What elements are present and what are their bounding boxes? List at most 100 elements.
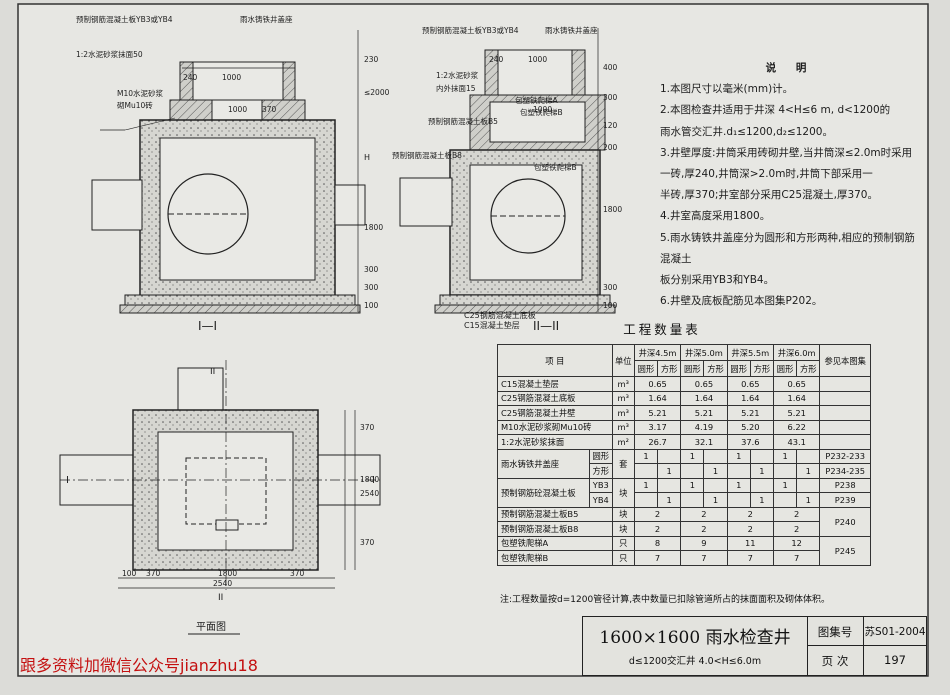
row-ref: P240: [819, 506, 871, 537]
row-val: 5.21: [680, 405, 728, 421]
th-round: 圆形: [726, 360, 751, 377]
row-val: [680, 463, 705, 479]
note-line: 板分别采用YB3和YB4。: [660, 274, 775, 287]
plan-cut2-top: II: [210, 367, 215, 377]
row-name: C25钢筋混凝土井壁: [497, 405, 613, 421]
plan-dim-total: 2540: [213, 579, 232, 588]
row-val: 5.20: [726, 419, 775, 435]
table-row: 预制钢筋混凝土板B5 块 2 2 2 2 P240: [497, 506, 871, 537]
row-val: [749, 448, 775, 464]
plan-label: 平面图: [196, 621, 226, 633]
row-unit: m³: [611, 376, 635, 392]
th-square: 方形: [657, 360, 682, 377]
s1-dim-w2: 1000: [228, 105, 247, 114]
s1-dim-htop: 230: [364, 55, 379, 64]
s1-dim-hshaft: ≤2000: [364, 88, 390, 97]
row-val: 1: [680, 477, 705, 493]
row-name: 雨水铸铁井盖座: [497, 448, 590, 479]
row-val: [726, 492, 751, 508]
row-val: 32.1: [680, 434, 728, 450]
row-name: 预制钢筋混凝土板B8: [497, 521, 613, 537]
section-2-2-drawing: [399, 28, 616, 314]
row-val: [772, 492, 798, 508]
row-val: 4.19: [680, 419, 728, 435]
s1-dim-w3: 370: [262, 105, 277, 114]
plan-dim-d1: 370: [146, 569, 161, 578]
row-val: 11: [726, 535, 775, 551]
s2-dim-h2: 300: [603, 93, 618, 102]
s2-step-b2: 包塑铁爬梯B: [534, 162, 577, 172]
row-val: 8: [633, 535, 682, 551]
row-val: 9: [680, 535, 728, 551]
th-item: 项 目: [497, 344, 613, 377]
title-block: 1600×1600 雨水检查井 d≤1200交汇井 4.0<H≤6.0m 图集号…: [582, 616, 927, 676]
plan-cut1-right: I: [372, 475, 375, 486]
row-val: 12: [772, 535, 821, 551]
row-val: [657, 477, 682, 493]
drawing-title: 1600×1600 雨水检查井: [599, 628, 791, 648]
row-val: 1: [680, 448, 705, 464]
s1-mortar-label: M10水泥砂浆: [117, 88, 164, 98]
s2-dim-h1: 400: [603, 63, 618, 72]
row-val: 26.7: [633, 434, 682, 450]
row-val: 2: [726, 506, 775, 522]
s2-step-a: 包塑铁爬梯A: [515, 95, 558, 105]
row-val: 1: [633, 477, 659, 493]
row-name: 1:2水泥砂浆抹面: [497, 434, 613, 450]
row-val: 1.64: [772, 390, 821, 406]
row-val: [726, 463, 751, 479]
row-sub: YB4: [588, 492, 613, 508]
th-ref: 参见本图集: [819, 344, 871, 377]
th-round: 圆形: [633, 360, 659, 377]
watermark-text: 跟多资料加微信公众号jianzhu18: [20, 656, 258, 675]
table-row: M10水泥砂浆砌Mu10砖 m³ 3.17 4.19 5.20 6.22: [497, 419, 871, 435]
row-val: 5.21: [726, 405, 775, 421]
row-val: 6.22: [772, 419, 821, 435]
row-name: 包塑铁爬梯B: [497, 550, 613, 566]
s2-slab-b8: 预制钢筋混凝土板B8: [392, 150, 462, 160]
row-ref: P232-233: [819, 448, 871, 464]
row-unit: 套: [611, 448, 635, 479]
row-name: 预制钢筋混凝土板B5: [497, 506, 613, 522]
s1-brick-label: 砌Mu10砖: [117, 100, 153, 110]
th-square: 方形: [703, 360, 728, 377]
note-line: 半砖,厚370;井室部分采用C25混凝土,厚370。: [660, 189, 878, 202]
row-val: [633, 492, 659, 508]
quantity-table-block: 工程数量表 项 目 单位 井深4.5m 井深5.0m 井深5.5m 井深6.0m…: [497, 319, 887, 566]
plan-dim-v3: 370: [360, 538, 375, 547]
row-name: M10水泥砂浆砌Mu10砖: [497, 419, 613, 435]
row-val: [633, 463, 659, 479]
row-val: 2: [633, 506, 682, 522]
note-line: 3.井壁厚度:井筒采用砖砌井壁,当井筒深≤2.0m时采用: [660, 146, 913, 159]
th-depth: 井深5.5m: [726, 344, 775, 361]
row-val: [657, 448, 682, 464]
s2-cover-label: 预制钢筋混凝土板YB3或YB4: [422, 25, 519, 35]
plan-dim-v1: 370: [360, 423, 375, 432]
note-line: 雨水管交汇井.d₁≤1200,d₂≤1200。: [660, 125, 833, 138]
s2-dim-w1: 1000: [528, 55, 547, 64]
row-val: 5.21: [772, 405, 821, 421]
row-ref: [819, 390, 871, 406]
row-val: 7: [680, 550, 728, 566]
row-unit: 块: [611, 521, 635, 537]
s2-dim-side: 240: [489, 55, 504, 64]
row-val: [749, 477, 775, 493]
table-row: 雨水铸铁井盖座 圆形 套 1 1 1 1 P232-233: [497, 448, 871, 479]
drawing-subtitle: d≤1200交汇井 4.0<H≤6.0m: [628, 656, 762, 667]
row-ref: P239: [819, 492, 871, 508]
s1-cover-label: 预制钢筋混凝土板YB3或YB4: [76, 14, 173, 24]
row-unit: m³: [611, 405, 635, 421]
s1-dim-hmain: 1800: [364, 223, 383, 232]
page-label: 页 次: [821, 654, 849, 668]
table-row: 包塑铁爬梯B 只 7 7 7 7: [497, 550, 871, 566]
row-val: 1: [633, 448, 659, 464]
table-row: 1:2水泥砂浆抹面 m² 26.7 32.1 37.6 43.1: [497, 434, 871, 450]
table-row: 预制钢筋砼混凝土板 YB3 块 1 1 1 1 P238: [497, 477, 871, 508]
row-val: 2: [772, 521, 821, 537]
s2-dim-w2: 1000: [533, 105, 552, 114]
row-val: 2: [726, 521, 775, 537]
row-val: 1: [772, 448, 798, 464]
row-val: 0.65: [726, 376, 775, 392]
row-ref: [819, 376, 871, 392]
